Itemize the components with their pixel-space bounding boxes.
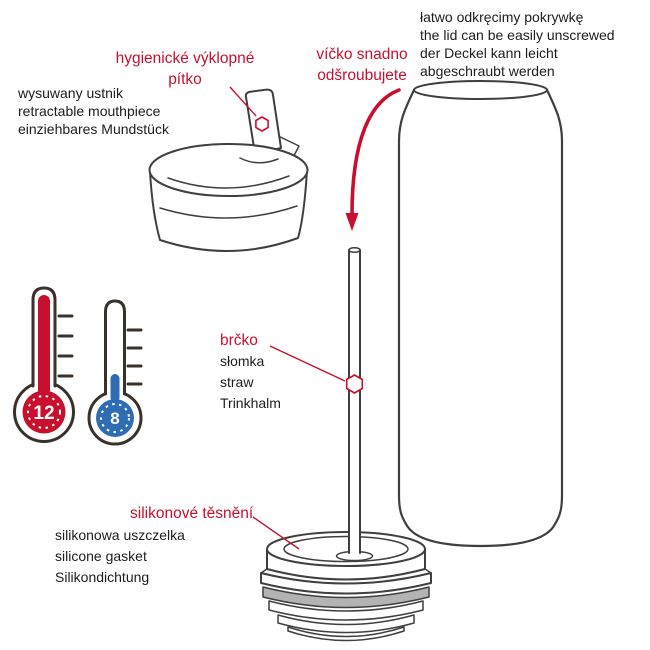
- lid-bottom-cap: [287, 626, 405, 642]
- gasket-pointer-line: [252, 516, 300, 550]
- straw-top-opening: [348, 246, 361, 254]
- lid-translation-pl: łatwo odkręcimy pokrywkę: [420, 9, 584, 25]
- hot-stem-outline: [31, 286, 57, 388]
- lid-thread-1: [268, 600, 424, 621]
- mouthpiece-hexagon-marker: [255, 116, 269, 132]
- thermometer-hot: 12: [13, 286, 75, 443]
- lid-label-translations: łatwo odkręcimy pokrywkę the lid can be …: [420, 8, 642, 80]
- lid-dome-recess: [167, 175, 290, 189]
- unscrew-arrow: [345, 88, 401, 231]
- spout-base-line: [239, 157, 279, 164]
- cold-stem-outline: [104, 299, 126, 396]
- mouthpiece-translation-en: retractable mouthpiece: [18, 103, 161, 119]
- mouthpiece-label-translations: wysuwany ustnik retractable mouthpiece e…: [18, 84, 218, 138]
- mouthpiece-translation-pl: wysuwany ustnik: [18, 85, 124, 101]
- cold-dial-ticks: [100, 403, 130, 433]
- straw-drawing: [345, 246, 364, 554]
- lid-translation-en: the lid can be easily unscrewed: [420, 27, 615, 43]
- hot-dial-ticks: [27, 395, 61, 429]
- lid-skirt-band: [159, 205, 298, 219]
- bottle-drawing: [397, 80, 564, 548]
- lid-rim-inner: [283, 535, 409, 563]
- cold-dial-fill: [96, 399, 134, 437]
- thermometer-cold: 8: [87, 299, 143, 446]
- bottle-outline: [397, 88, 564, 548]
- unscrew-arrow-head: [345, 213, 359, 231]
- flange-join-right: [424, 568, 432, 574]
- straw-translation-pl: słomka: [220, 353, 265, 369]
- flange-join-left: [260, 568, 268, 574]
- cold-mercury: [110, 374, 120, 402]
- lid-translation-de: der Deckel kann leicht abgeschraubt werd…: [420, 45, 558, 79]
- mouthpiece-label-title: hygienické výklopné pítko: [115, 50, 255, 88]
- straw-body: [349, 250, 361, 553]
- straw-translation-en: straw: [220, 374, 254, 390]
- cold-hours-value: 8: [110, 409, 119, 428]
- gasket-label-title: silikonové těsnění: [130, 505, 254, 522]
- mouthpiece-pointer-line: [229, 86, 257, 117]
- straw-hexagon-marker: [345, 374, 364, 394]
- lid-label-title: víčko snadno odšroubujete: [316, 46, 408, 84]
- straw-label-block: brčko słomka straw Trinkhalm: [220, 330, 340, 414]
- lid-flange: [260, 572, 432, 595]
- straw-label-title: brčko: [220, 332, 258, 349]
- cold-stem-mask: [105, 301, 125, 404]
- hot-mercury: [38, 295, 50, 397]
- straw-translation-de: Trinkhalm: [220, 395, 281, 411]
- gasket-translation-en: silicone gasket: [55, 548, 147, 564]
- lid-thread-2: [277, 614, 415, 634]
- hot-scale-ticks: [57, 314, 74, 378]
- silicone-gasket-ring: [262, 586, 430, 609]
- hot-hours-value: 12: [33, 403, 54, 424]
- gasket-label-translations: silikonowa uszczelka silicone gasket Sil…: [55, 525, 255, 588]
- mouthpiece-translation-de: einziehbares Mundstück: [18, 121, 169, 137]
- straw-pointer-line: [269, 345, 346, 382]
- unscrew-arrow-curve: [350, 88, 401, 217]
- gasket-translation-pl: silikonowa uszczelka: [55, 527, 185, 543]
- gasket-lid-drawing: [260, 531, 432, 642]
- bottle-rim: [413, 80, 548, 100]
- gasket-translation-de: Silikondichtung: [55, 569, 150, 585]
- mouthpiece-lid-drawing: [148, 88, 309, 252]
- cold-scale-ticks: [126, 328, 143, 386]
